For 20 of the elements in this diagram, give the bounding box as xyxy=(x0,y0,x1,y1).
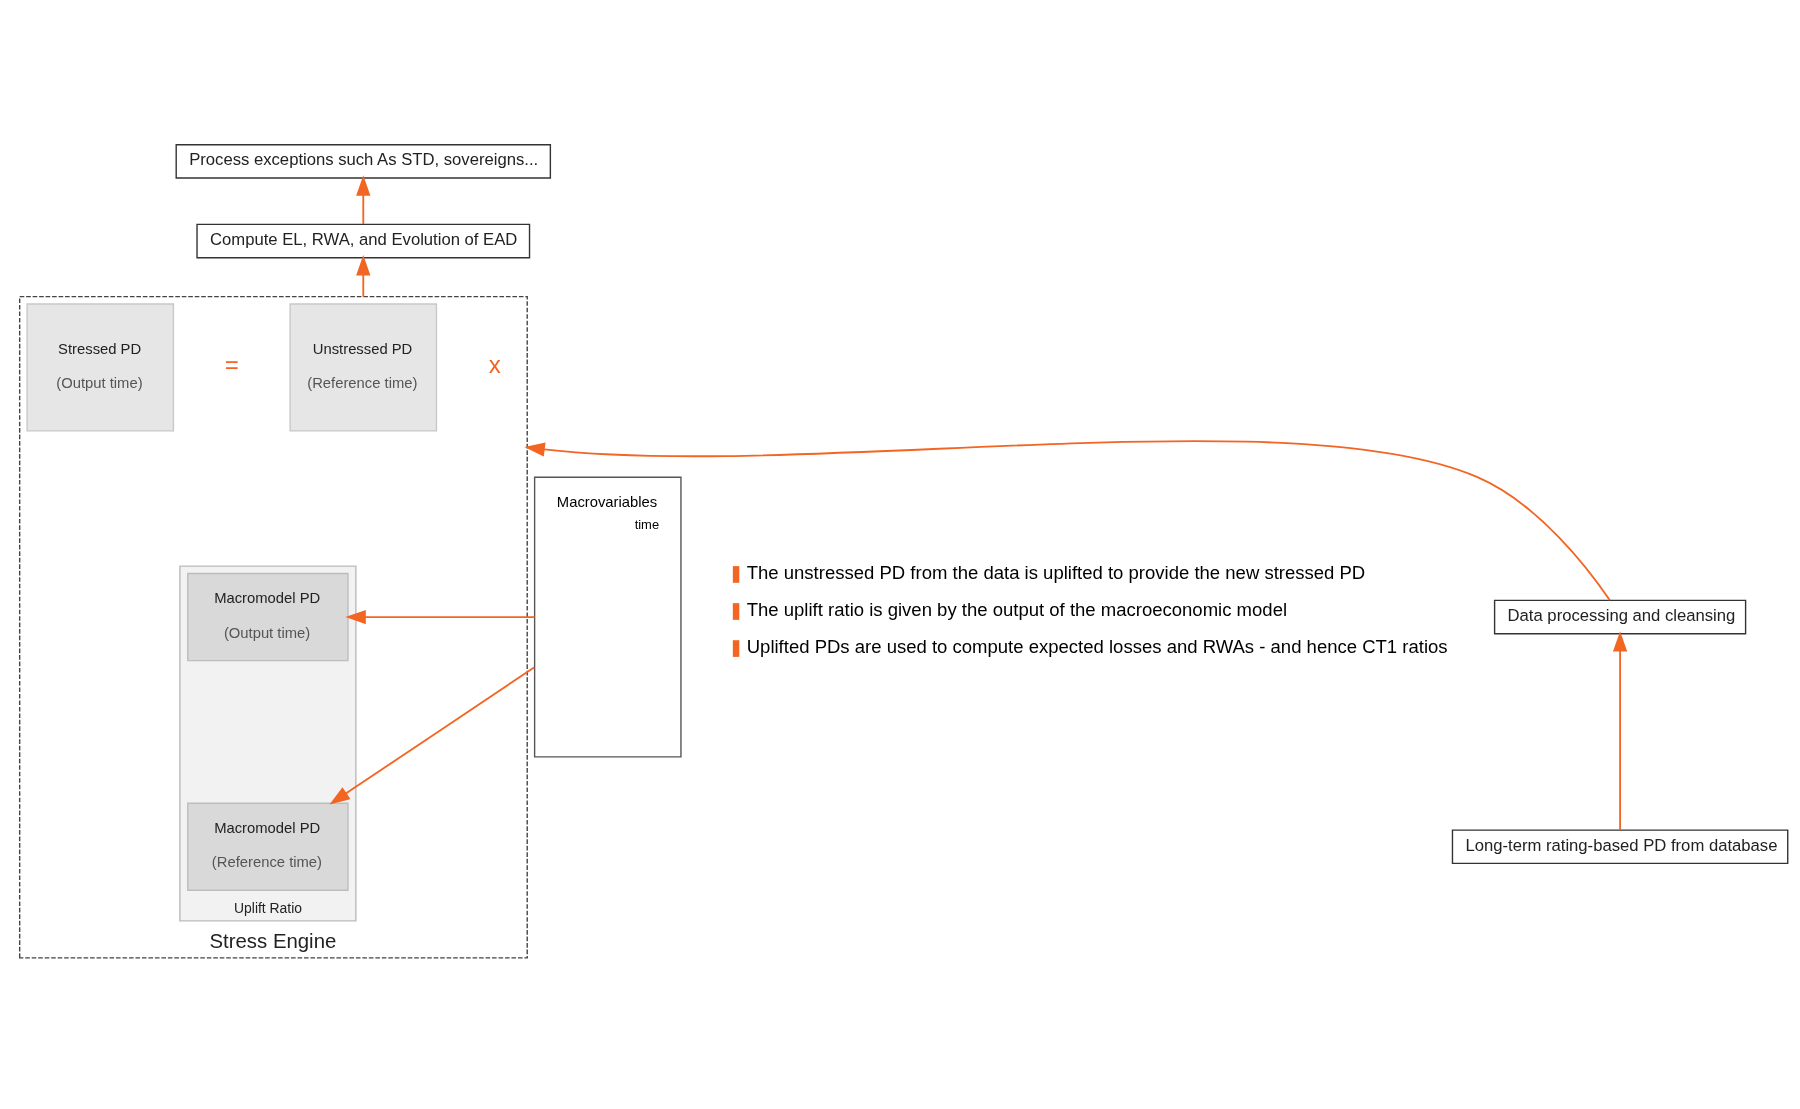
label: Uplifted PDs are used to compute expected losses and RWAs - and hence CT1 ratios xyxy=(746,635,1448,657)
node-box: Data processing and cleansing xyxy=(1493,599,1747,634)
arrow xyxy=(345,609,536,624)
node-box: Compute EL, RWA, and Evolution of EAD xyxy=(196,223,531,258)
node-box: Stressed PD (Output time) xyxy=(26,302,175,432)
arrow xyxy=(356,254,371,298)
node-box: Process exceptions such As STD, sovereigns... xyxy=(175,143,552,179)
label: The unstressed PD from the data is uplifted to provide the new stressed PD xyxy=(746,561,1366,583)
label: x xyxy=(488,350,501,378)
arrow xyxy=(524,439,1611,601)
label: The uplift ratio is given by the output of the macroeconomic model xyxy=(746,598,1288,620)
node-box: Macromodel PD (Output time) xyxy=(187,572,349,661)
label: = xyxy=(224,350,239,378)
label: time xyxy=(634,516,660,532)
arrow xyxy=(1612,630,1628,831)
node-box: Long-term rating-based PD from database xyxy=(1451,828,1789,864)
arrow xyxy=(356,174,371,225)
node-box: Macromodel PD (Reference time) xyxy=(187,802,349,891)
node-box: Unstressed PD (Reference time) xyxy=(289,302,438,432)
arrow xyxy=(329,665,536,804)
